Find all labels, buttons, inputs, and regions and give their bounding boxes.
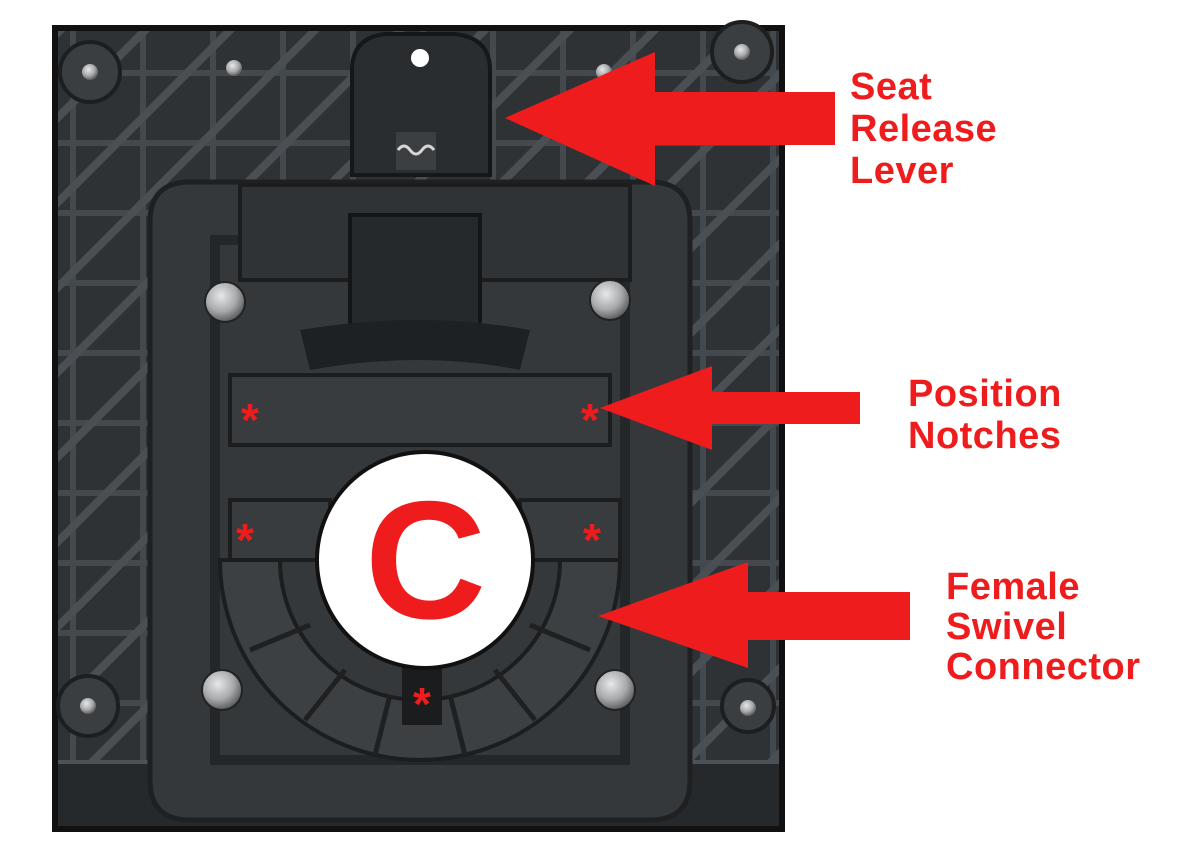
notch-bottom-slot bbox=[402, 665, 442, 725]
arrow-left-icon bbox=[600, 366, 860, 450]
corner-boss-bottom-right bbox=[720, 678, 776, 734]
corner-boss-top-left bbox=[58, 40, 122, 104]
corner-boss-top-right bbox=[710, 20, 774, 84]
corner-boss-bottom-left bbox=[56, 674, 120, 738]
label-line: Female bbox=[946, 566, 1080, 608]
notch-markers: * * * * * bbox=[236, 394, 601, 730]
arrow-left-icon bbox=[598, 562, 910, 668]
label-female-swivel-connector: Female Swivel Connector bbox=[946, 567, 1141, 687]
label-position-notches: Position Notches bbox=[908, 373, 1062, 457]
screw-icon bbox=[589, 279, 631, 321]
callout-circle bbox=[315, 450, 535, 670]
asterisk-icon: * bbox=[413, 678, 431, 730]
female-swivel-ring bbox=[217, 558, 623, 762]
label-line: Swivel bbox=[946, 606, 1068, 648]
asterisk-icon: * bbox=[236, 514, 254, 566]
label-line: Notches bbox=[908, 415, 1062, 457]
label-line: Lever bbox=[850, 150, 954, 192]
notch-bar-left bbox=[228, 498, 332, 562]
arrow-left-icon bbox=[505, 52, 835, 186]
label-line: Release bbox=[850, 108, 998, 150]
seat-release-lever bbox=[350, 32, 492, 177]
swivel-ring-ribs bbox=[249, 622, 591, 756]
label-line: Seat bbox=[850, 66, 933, 108]
callout-letter: C bbox=[364, 465, 487, 654]
latch-block bbox=[238, 183, 632, 370]
label-seat-release-lever: Seat Release Lever bbox=[850, 66, 997, 192]
screw-icon bbox=[204, 281, 246, 323]
screw-icon bbox=[226, 60, 242, 76]
label-line: Connector bbox=[946, 646, 1141, 688]
asterisk-icon: * bbox=[583, 514, 601, 566]
screw-icon bbox=[594, 669, 636, 711]
asterisk-icon: * bbox=[581, 394, 599, 446]
notch-bar-upper bbox=[228, 373, 612, 447]
asterisk-icon: * bbox=[241, 394, 259, 446]
notch-bar-right bbox=[518, 498, 622, 562]
label-line: Position bbox=[908, 373, 1062, 415]
screw-icon bbox=[201, 669, 243, 711]
